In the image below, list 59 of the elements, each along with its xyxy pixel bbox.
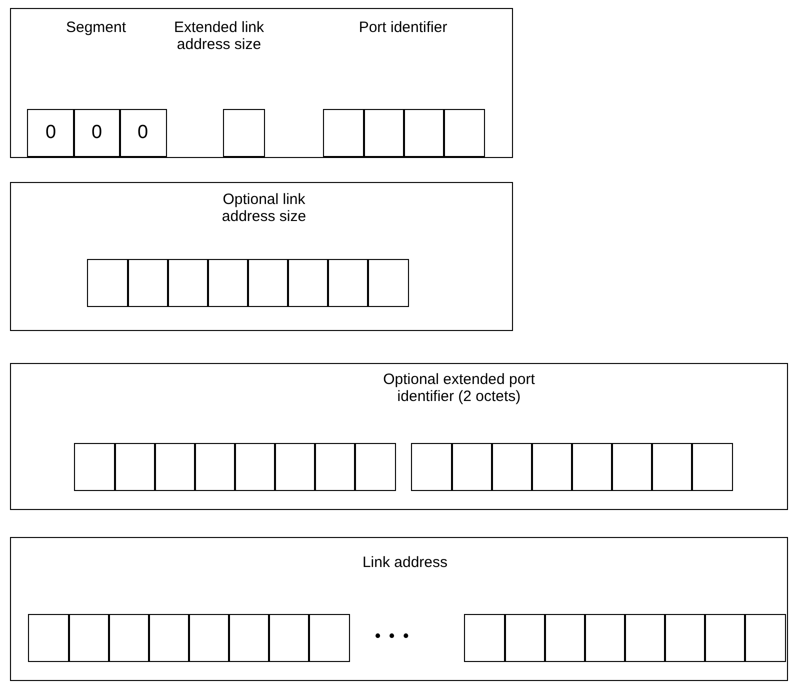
bit-cell xyxy=(504,614,546,662)
bit-cell xyxy=(323,109,364,157)
bit-cell xyxy=(611,443,652,491)
bit-cell xyxy=(223,109,264,157)
field-label: Optional extended port identifier (2 octets) xyxy=(382,371,536,405)
bit-cell xyxy=(148,614,190,662)
bit-cell xyxy=(314,443,356,491)
bit-cell xyxy=(108,614,150,662)
bit-cell xyxy=(367,259,408,307)
bit-cell xyxy=(207,259,248,307)
field-label: Port identifier xyxy=(358,19,448,36)
bit-cell xyxy=(287,259,328,307)
field-group-panel xyxy=(10,8,513,158)
field-group-panel xyxy=(10,363,788,510)
bit-cell xyxy=(443,109,484,157)
bit-cell xyxy=(167,259,208,307)
bit-cell xyxy=(68,614,110,662)
field-group-panel xyxy=(10,537,788,681)
bit-cell xyxy=(308,614,350,662)
bit-cell xyxy=(744,614,786,662)
bit-cell xyxy=(411,443,452,491)
bit-cell xyxy=(403,109,444,157)
bit-cell xyxy=(691,443,732,491)
bit-cell xyxy=(268,614,310,662)
bit-cell xyxy=(127,259,168,307)
bit-cell xyxy=(327,259,368,307)
bit-cell xyxy=(194,443,236,491)
bit-cell xyxy=(464,614,506,662)
bit-cell: 0 xyxy=(27,109,74,157)
field-label: Extended link address size xyxy=(172,19,266,53)
bit-cell xyxy=(234,443,276,491)
bit-cell xyxy=(228,614,270,662)
bit-cell xyxy=(354,443,396,491)
bit-cell xyxy=(28,614,70,662)
bit-cell xyxy=(188,614,230,662)
bit-cell xyxy=(624,614,666,662)
bit-cell xyxy=(247,259,288,307)
bit-cell xyxy=(664,614,706,662)
field-label: Optional link address size xyxy=(220,191,308,225)
bit-cell xyxy=(363,109,404,157)
bit-cell: 0 xyxy=(119,109,166,157)
bit-cell xyxy=(544,614,586,662)
bit-cell xyxy=(114,443,156,491)
bit-cell xyxy=(274,443,316,491)
bit-cell xyxy=(87,259,128,307)
bit-cell xyxy=(74,443,116,491)
bit-cell xyxy=(491,443,532,491)
bit-cell xyxy=(704,614,746,662)
field-label: Link address xyxy=(361,554,449,571)
bit-cell xyxy=(451,443,492,491)
bit-cell xyxy=(571,443,612,491)
ellipsis: • • • xyxy=(375,628,411,646)
bit-cell xyxy=(651,443,692,491)
bit-cell xyxy=(584,614,626,662)
bit-cell xyxy=(154,443,196,491)
bit-cell xyxy=(531,443,572,491)
field-label: Segment xyxy=(64,19,128,36)
bit-cell: 0 xyxy=(73,109,120,157)
field-group-panel xyxy=(10,182,513,331)
